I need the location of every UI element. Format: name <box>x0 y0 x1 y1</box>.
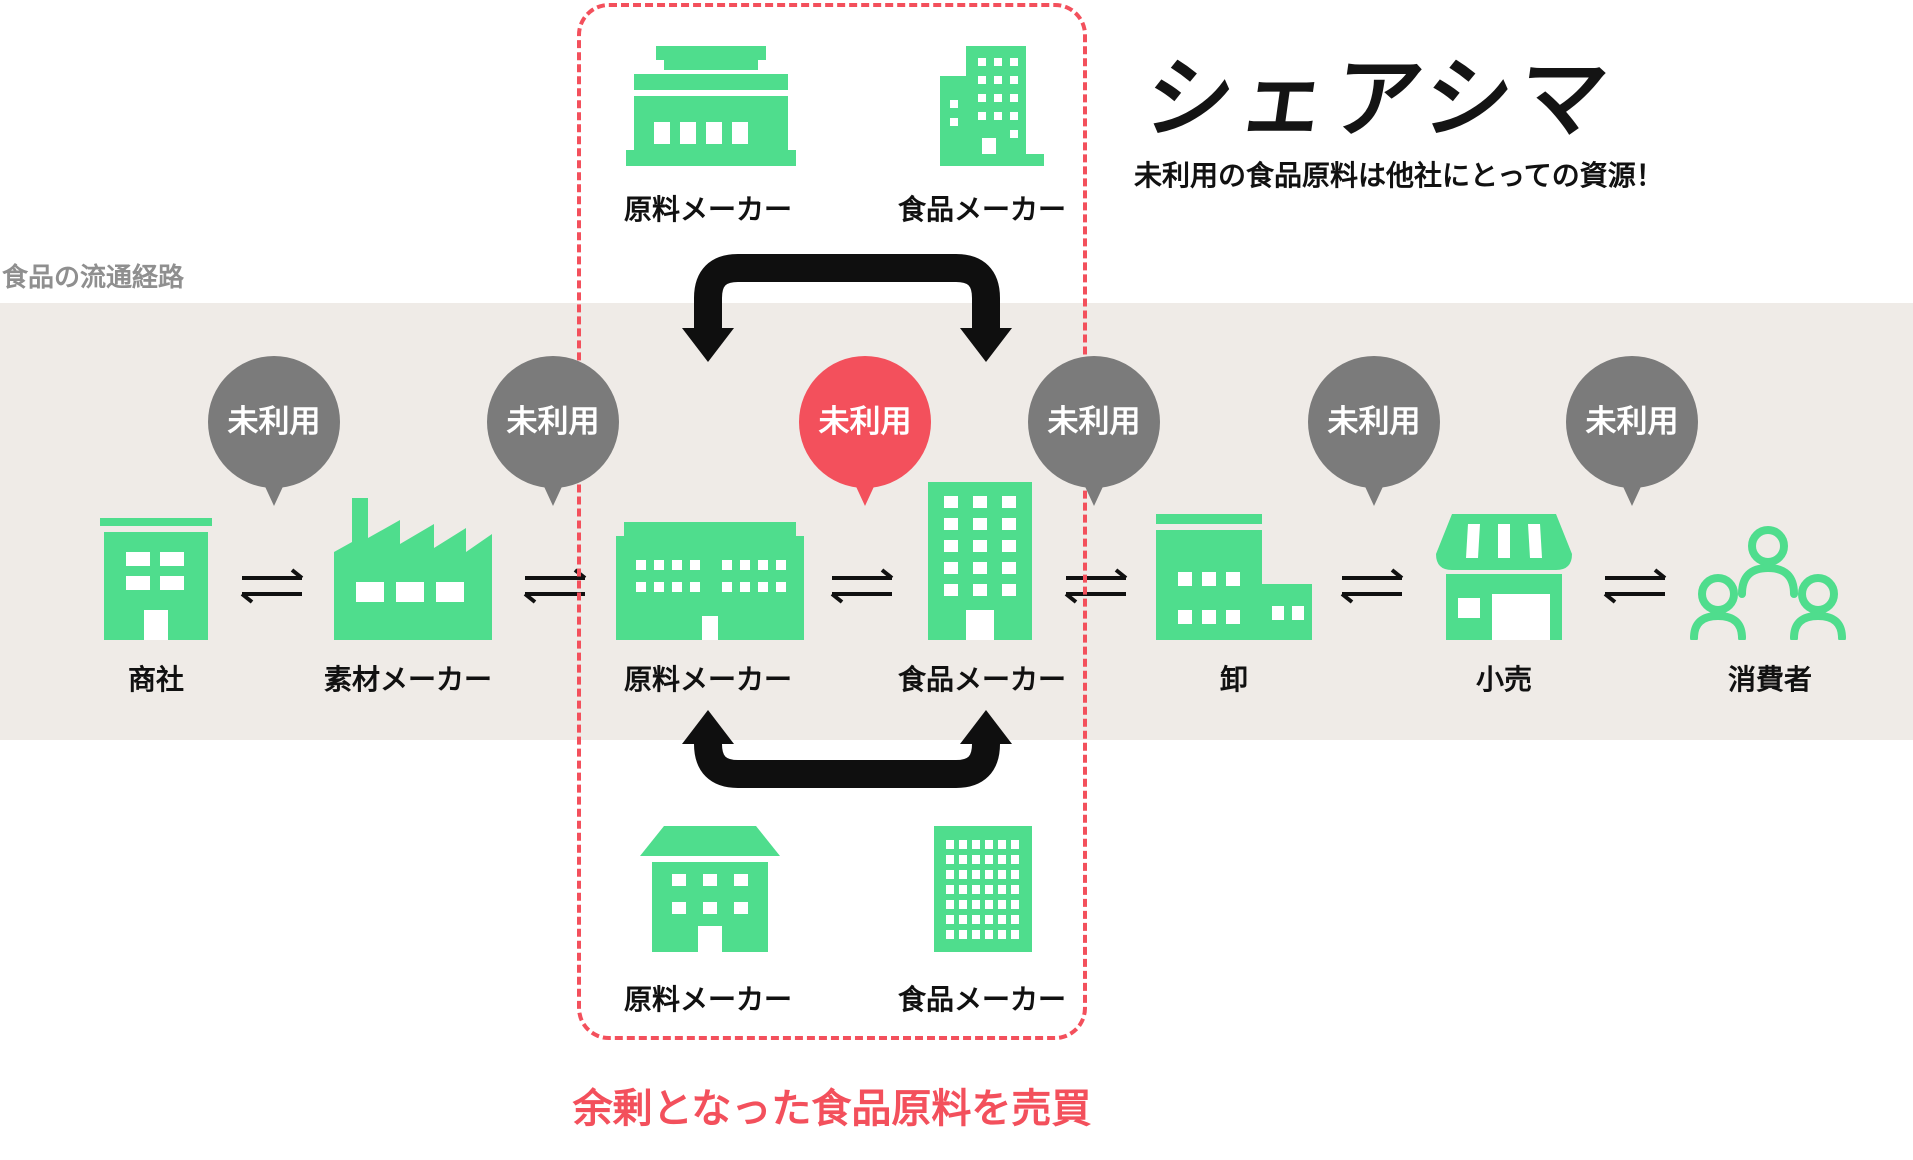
flow-label-consumers: 消費者 <box>1727 663 1813 696</box>
bidirectional-arrow-icon <box>830 568 894 604</box>
exchange-caption: 余剰となった食品原料を売買 <box>572 1086 1092 1132</box>
unused-bubble-text: 未利用 <box>1047 404 1141 440</box>
unused-bubble-text: 未利用 <box>1585 404 1679 440</box>
factory-icon <box>334 498 492 640</box>
flow-label-food-maker: 食品メーカー <box>897 663 1067 696</box>
grid-building-icon <box>934 826 1032 952</box>
flow-label-wholesale: 卸 <box>1219 663 1249 696</box>
unused-bubble-4: 未利用 <box>1028 356 1160 506</box>
office-building-icon <box>100 518 212 640</box>
unused-bubble-highlight: 未利用 <box>799 356 931 506</box>
bottom-exchange-arrow <box>682 710 1012 788</box>
exchange-bottom-left-label: 原料メーカー <box>623 983 793 1016</box>
unused-bubble-text: 未利用 <box>1327 404 1421 440</box>
unused-bubble-6: 未利用 <box>1566 356 1698 506</box>
tower-building-icon <box>928 482 1032 640</box>
warehouse-icon <box>1156 514 1312 640</box>
unused-bubble-text: 未利用 <box>818 404 912 440</box>
exchange-top-right-label: 食品メーカー <box>897 193 1067 226</box>
section-label: 食品の流通経路 <box>2 263 185 293</box>
unused-bubble-2: 未利用 <box>487 356 619 506</box>
bidirectional-arrow-icon <box>1064 568 1128 604</box>
storefront-icon <box>1436 514 1572 640</box>
house-building-icon <box>640 826 780 952</box>
unused-bubble-5: 未利用 <box>1308 356 1440 506</box>
bidirectional-arrow-icon <box>1340 568 1404 604</box>
unused-bubble-text: 未利用 <box>506 404 600 440</box>
flow-label-trading-company: 商社 <box>127 663 185 696</box>
flow-label-material-maker: 素材メーカー <box>323 663 493 696</box>
bidirectional-arrow-icon <box>240 568 304 604</box>
people-icon <box>1690 526 1846 640</box>
exchange-highlight-box <box>577 3 1087 1040</box>
flow-label-retail: 小売 <box>1475 663 1533 696</box>
exchange-top-left-label: 原料メーカー <box>623 193 793 226</box>
brand-tagline: 未利用の食品原料は他社にとっての資源！ <box>1134 159 1664 192</box>
unused-bubble-1: 未利用 <box>208 356 340 506</box>
market-building-icon <box>626 46 796 166</box>
top-exchange-arrow <box>682 254 1012 362</box>
flow-label-ingredient-maker: 原料メーカー <box>623 663 793 696</box>
bidirectional-arrow-icon <box>1603 568 1667 604</box>
wide-building-icon <box>616 522 804 640</box>
unused-bubble-text: 未利用 <box>227 404 321 440</box>
bidirectional-arrow-icon <box>523 568 587 604</box>
highrise-icon <box>940 46 1044 166</box>
exchange-bottom-right-label: 食品メーカー <box>897 983 1067 1016</box>
